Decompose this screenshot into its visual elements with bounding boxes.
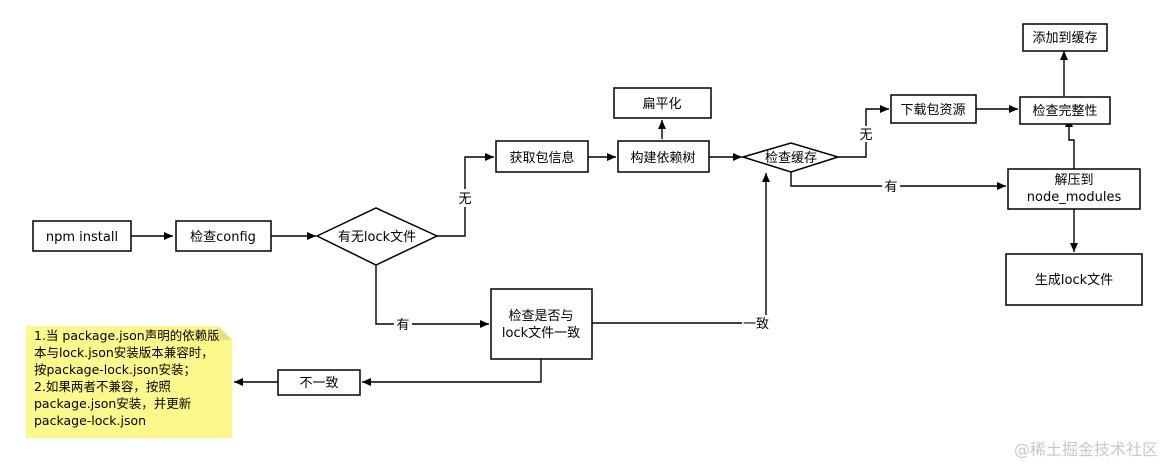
edge-label-has-cache: 有 xyxy=(884,180,897,195)
label-unzip-1: 解压到 xyxy=(1054,173,1093,188)
note-line: 本与lock.json安装版本兼容时， xyxy=(34,345,214,360)
node-download xyxy=(890,94,977,124)
node-unzip xyxy=(1007,168,1141,210)
edge-haslock-checkconsistent xyxy=(375,265,489,328)
label-check-integrity: 检查完整性 xyxy=(1032,104,1097,119)
edge-label-has-lock: 有 xyxy=(396,318,409,333)
label-check-consistent-2: lock文件一致 xyxy=(502,326,580,341)
label-check-cache: 检查缓存 xyxy=(765,151,817,166)
edge-consistent-checkcache xyxy=(592,173,770,324)
node-npm-install xyxy=(32,220,132,252)
watermark: @稀土掘金技术社区 xyxy=(1013,440,1158,459)
note-fold-corner xyxy=(218,326,232,340)
edge-checkconsistent-inconsistent xyxy=(362,359,542,386)
node-get-pkg-info xyxy=(495,140,589,173)
node-check-cache xyxy=(740,142,841,173)
label-build-tree: 构建依赖树 xyxy=(630,151,695,166)
note-card: 1.当 package.json声明的依赖版 本与lock.json安装版本兼容… xyxy=(26,326,232,438)
node-flatten xyxy=(613,87,712,119)
label-npm-install: npm install xyxy=(46,230,118,245)
node-add-cache xyxy=(1022,23,1108,52)
note-line: 1.当 package.json声明的依赖版 xyxy=(34,328,220,343)
note-line: 按package-lock.json安装； xyxy=(34,362,197,377)
label-flatten: 扁平化 xyxy=(642,97,681,112)
edge-label-no-cache: 无 xyxy=(859,128,872,143)
label-check-consistent-1: 检查是否与 xyxy=(508,309,573,324)
note-line: package-lock.json xyxy=(34,413,147,428)
note-line: package.json安装，并更新 xyxy=(34,396,192,411)
label-gen-lock: 生成lock文件 xyxy=(1035,273,1113,288)
node-check-integrity xyxy=(1019,96,1111,125)
edge-unzip-integrity xyxy=(1065,118,1075,169)
node-inconsistent xyxy=(277,369,361,396)
label-get-pkg-info: 获取包信息 xyxy=(509,150,574,166)
label-download: 下载包资源 xyxy=(900,103,965,118)
edge-label-no-lock: 无 xyxy=(458,192,471,207)
edge-label-consistent: 一致 xyxy=(743,317,769,332)
node-check-consistent xyxy=(490,288,593,360)
label-inconsistent: 不一致 xyxy=(299,376,338,391)
label-check-config: 检查config xyxy=(190,230,256,245)
edge-checkcache-unzip xyxy=(790,172,1006,190)
note-line: 2.如果两者不兼容，按照 xyxy=(34,379,171,394)
node-has-lock xyxy=(315,207,439,266)
label-add-cache: 添加到缓存 xyxy=(1032,31,1097,46)
label-has-lock: 有无lock文件 xyxy=(338,230,416,245)
label-unzip-2: node_modules xyxy=(1027,190,1122,205)
node-check-config xyxy=(175,220,272,252)
node-gen-lock xyxy=(1005,253,1143,306)
node-build-tree xyxy=(617,140,710,173)
